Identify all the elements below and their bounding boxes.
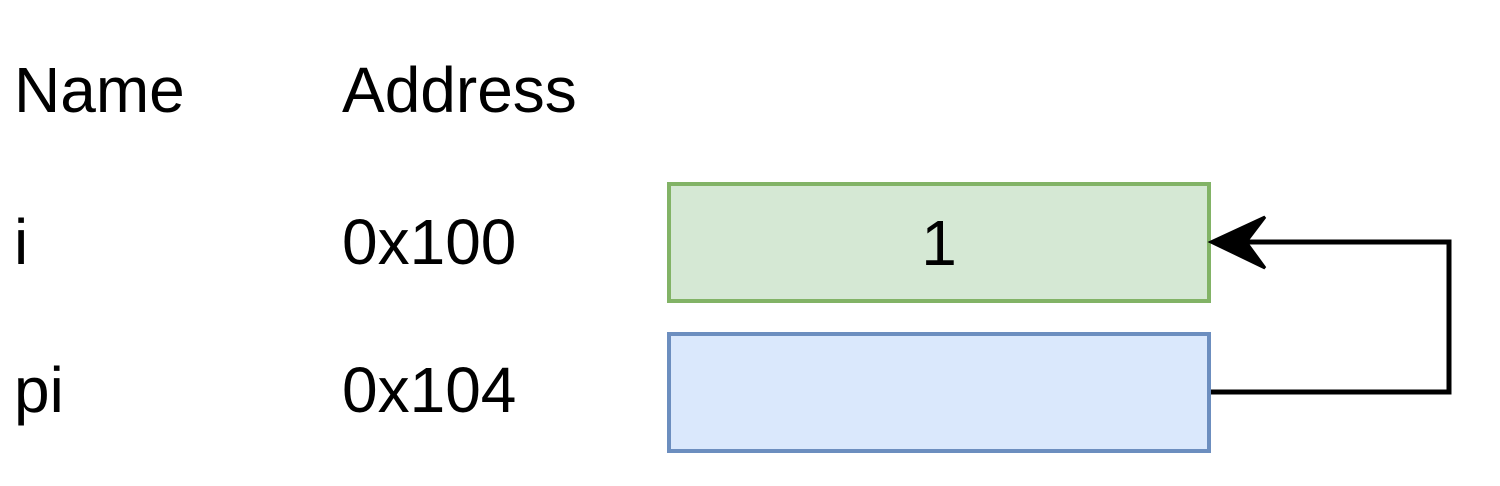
pointer-arrow-head xyxy=(1207,215,1267,270)
memory-cell-pi xyxy=(667,332,1211,453)
header-address-label: Address xyxy=(342,54,577,126)
memory-cell-i-value: 1 xyxy=(921,206,957,279)
variable-i-address: 0x100 xyxy=(342,206,517,278)
variable-pi-name: pi xyxy=(14,354,64,426)
variable-i-name: i xyxy=(14,206,29,278)
header-name-label: Name xyxy=(14,54,185,126)
pointer-arrow-line xyxy=(1211,239,1452,395)
memory-cell-i: 1 xyxy=(667,182,1211,303)
variable-pi-address: 0x104 xyxy=(342,354,517,426)
